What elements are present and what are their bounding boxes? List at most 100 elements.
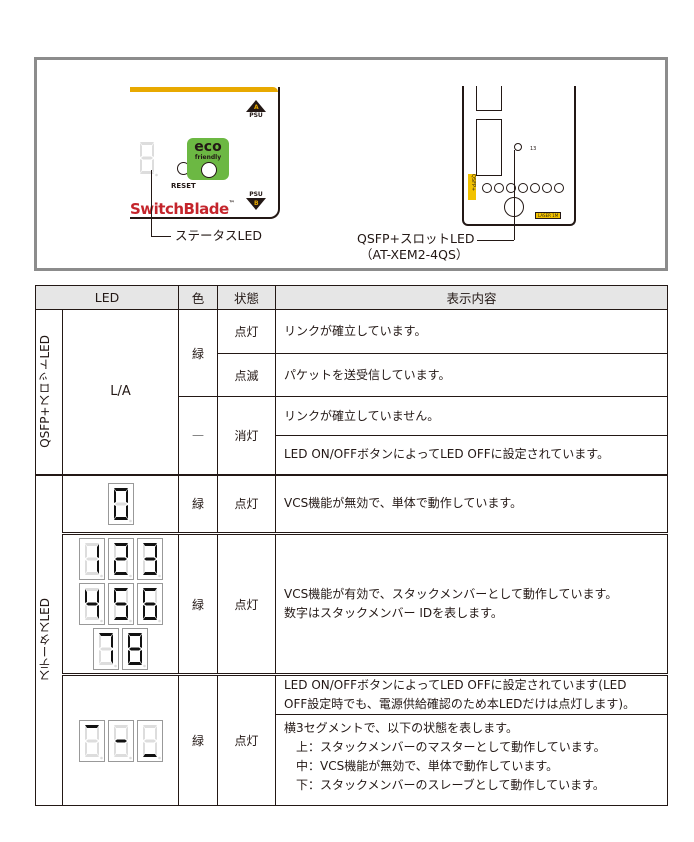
state-cell: 点灯 [217, 533, 276, 675]
led-location-figure: RESET eco friendly A PSU PSU B SwitchBla… [34, 57, 668, 271]
color-cell: 緑 [178, 674, 218, 806]
leader-line [477, 240, 514, 241]
segment-f [142, 544, 145, 558]
description-line: 下：スタックメンバーのスレーブとして動作しています。 [296, 778, 605, 792]
segment-c [96, 605, 99, 619]
segment-d [84, 572, 99, 575]
leader-line [151, 170, 152, 236]
description-cell: VCS機能が無効で、単体で動作しています。 [275, 474, 668, 534]
segment-f [128, 634, 130, 648]
header-led: LED [35, 285, 179, 310]
segment-e [142, 741, 145, 756]
seven-segment-digit [78, 583, 105, 625]
port-slot [476, 86, 502, 111]
segment-a [113, 543, 128, 546]
segment-d [142, 753, 157, 757]
segment-d [99, 662, 113, 665]
decimal-point [157, 574, 161, 578]
panel-stripe [130, 87, 278, 92]
description-line: 横3セグメントで、以下の状態を表します。 [284, 721, 518, 735]
segment-e [84, 560, 87, 574]
led-row [482, 183, 564, 193]
seven-segment-digit [107, 538, 134, 580]
digit-row [63, 538, 178, 580]
segment-g [143, 739, 156, 742]
segment-e [113, 605, 116, 619]
psu-b-indicator: PSU B [244, 191, 268, 210]
state-cell: 点滅 [217, 353, 276, 397]
description-line: LED ON/OFFボタンによってLED OFFに設定されています(LED [284, 678, 627, 692]
seven-segment-digit [136, 583, 163, 625]
group-label: QSFP+スロットLED [38, 335, 52, 449]
segment-f [113, 544, 116, 558]
segment-a [113, 724, 128, 728]
segment-f [142, 725, 145, 740]
segment-b [125, 544, 128, 558]
eco-text: eco [194, 139, 222, 155]
psu-b-label: PSU [249, 191, 263, 198]
led-icon [482, 183, 492, 193]
table-row: 横3セグメントで、以下の状態を表します。 上：スタックメンバーのマスターとして動… [36, 714, 668, 806]
state-cell: 点灯 [217, 674, 276, 806]
color-cell: 緑 [178, 533, 218, 675]
segment-c [125, 605, 128, 619]
segment-d [113, 516, 128, 520]
seven-segment-digit [93, 628, 119, 670]
description-cell: VCS機能が有効で、スタックメンバーとして動作しています。数字はスタックメンバー… [275, 533, 668, 675]
digit-row [63, 628, 178, 670]
segment-a [84, 588, 99, 591]
table-header: LED 色 状態 表示内容 [35, 285, 668, 310]
seven-segment-digit [136, 538, 163, 580]
segment-e [84, 605, 87, 619]
segment-g [114, 739, 127, 742]
description-cell: LED ON/OFFボタンによってLED OFFに設定されています。 [275, 435, 668, 475]
segment-g [114, 602, 127, 606]
header-description: 表示内容 [275, 285, 668, 310]
segment-e [142, 605, 145, 619]
segment-g [143, 602, 156, 606]
segment-b [154, 725, 157, 740]
seven-segment-digit [78, 719, 105, 762]
segment-f [84, 544, 87, 558]
segment-c [96, 560, 99, 574]
decimal-point [128, 574, 132, 578]
status-led-callout: ステータスLED [175, 228, 262, 243]
seven-segment-digit [122, 628, 148, 670]
segment-f [113, 589, 116, 603]
segment-f [113, 488, 116, 503]
digit-row [63, 719, 178, 762]
decimal-point [99, 756, 103, 759]
description-line: 上：スタックメンバーのマスターとして動作しています。 [296, 740, 606, 754]
segment-f [99, 634, 101, 648]
qsfp-module: 13 QSFP+ LASER 1M [462, 86, 576, 226]
led-onoff-button [201, 162, 217, 178]
segment-b [125, 725, 128, 740]
seven-segment-digit [107, 583, 134, 625]
segment-d [84, 753, 99, 757]
port-number: 13 [530, 146, 537, 152]
group-status: ステータスLED [35, 474, 63, 806]
color-cell: 緑 [178, 309, 218, 397]
decimal-point [143, 664, 146, 668]
segment-a [140, 142, 154, 145]
segment-c [152, 159, 154, 173]
group-label: ステータスLED [38, 598, 52, 682]
segment-c [154, 741, 157, 756]
description-line: 数字はスタックメンバー IDを表します。 [284, 606, 503, 620]
segment-e [113, 560, 116, 574]
description-cell: パケットを送受信しています。 [275, 353, 668, 397]
tm-mark: ™ [228, 200, 235, 207]
description-line: OFF設定時でも、電源供給確認のため本LEDだけは点灯します)。 [284, 697, 636, 711]
seven-segment-digit [135, 138, 159, 178]
qsfp-led-callout: QSFP+スロットLED [357, 231, 475, 246]
segment-d [84, 617, 99, 620]
leader-line [151, 236, 171, 237]
segment-a [142, 588, 157, 591]
led-name: L/A [62, 309, 179, 475]
segment-g [114, 557, 127, 561]
arrow-up-icon [246, 100, 266, 112]
segment-c [125, 741, 128, 756]
segment-c [96, 741, 99, 756]
segment-d [140, 171, 154, 174]
segment-f [84, 589, 87, 603]
